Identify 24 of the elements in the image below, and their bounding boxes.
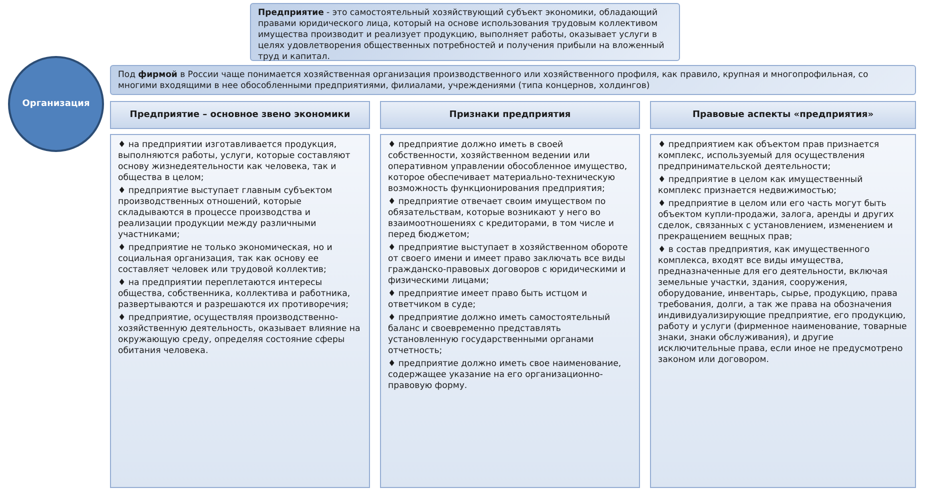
list-item: ♦ предприятие, осуществляя производственно-хозяйственную деятельность, оказывает влияние на окружающую среду, определяя состояние сферы обитания человека. <box>118 313 362 357</box>
list-item: ♦ предприятие в целом как имущественный комплекс признается недвижимостью; <box>658 175 864 197</box>
list-item: ♦ на предприятии изготавливается продукция, выполняются работы, услуги, которые составляют основу жизнедеятельности как человека, так и общества в целом; <box>118 140 352 184</box>
definition-banner: Под фирмой в России чаще понимается хозяйственная организация производственного или хозяйственного профиля, как правило, крупная и многопрофильная, со многими входящими в нее обособленными предприятиями, филиалами, учреждениями (типа концернов, холдингов) <box>110 65 916 95</box>
list-item: ♦ предприятие должно иметь в своей собственности, хозяйственном ведении или оперативном управлении обособленное имущество, которое обеспечивает материально-техническую возможность функционирования предприятия; <box>388 140 628 195</box>
list-item: ♦ предприятием как объектом прав признается комплекс, используемый для осуществления предпринимательской деятельности; <box>658 140 880 173</box>
list-item: ♦ предприятие выступает в хозяйственном обороте от своего имени и имеет право заключать все виды гражданско-правовых договоров с юридическими и физическими лицами; <box>388 243 629 287</box>
list-item: ♦ предприятие отвечает своим имуществом по обязательствам, которые возникают у него во взаимоотношениях с кредиторами, в том числе и перед бюджетом; <box>388 197 615 241</box>
list-item: ♦ на предприятии переплетаются интересы общества, собственника, коллектива и работника, развертываются и разрешаются их противоречия; <box>118 278 352 311</box>
list-item: ♦ предприятие имеет право быть истцом и ответчиком в суде; <box>388 289 588 311</box>
list-item: ♦ предприятие в целом или его часть могут быть объектом купли-продажи, залога, аренды и других сделок, связанных с установлением, изменением и прекращением вещных прав; <box>658 199 895 243</box>
list-item: ♦ предприятие должно иметь свое наименование, содержащее указание на его организационно-правовую форму. <box>388 359 622 392</box>
list-item: ♦ предприятие не только экономическая, но и социальная организация, так как основу ее составляет человек или трудовой коллектив; <box>118 243 334 276</box>
column-heading: Правовые аспекты «предприятия» <box>650 101 916 129</box>
column-heading: Предприятие – основное звено экономики <box>110 101 370 129</box>
organization-circle: Организация <box>8 56 104 152</box>
column-heading: Признаки предприятия <box>380 101 640 129</box>
list-panel <box>380 134 640 488</box>
list-panel <box>110 134 370 488</box>
definition-panel: Предприятие - это самостоятельный хозяйствующий субъект экономики, обладающий правами юридического лица, который на основе использования трудовым коллективом имущества производит и реализует продукцию, выполняет работы, оказывает услуги в целях удовлетворения общественных потребностей и получения прибыли на вложенный труд и капитал. <box>250 3 680 61</box>
list-item: ♦ предприятие выступает главным субъектом производственных отношений, которые складываются в процессе производства и реализации продукции между различными участниками; <box>118 186 334 241</box>
list-item: ♦ в состав предприятия, как имущественного комплекса, входят все виды имущества, предназначенные для его деятельности, включая земельные участки, здания, сооружения, оборудование, инвентарь, сырье, продукцию, права требования, долги, а так же права на обозначения индивидуализирующие предприятие, его продукцию, работу и услуги (фирменное наименование, товарные знаки, знаки обслуживания), и другие исключительные права, если иное не предусмотрено законом или договором. <box>658 245 908 366</box>
list-item: ♦ предприятие должно иметь самостоятельный баланс и своевременно представлять установленную государственными органами отчетность; <box>388 313 612 357</box>
list-panel <box>650 134 916 488</box>
